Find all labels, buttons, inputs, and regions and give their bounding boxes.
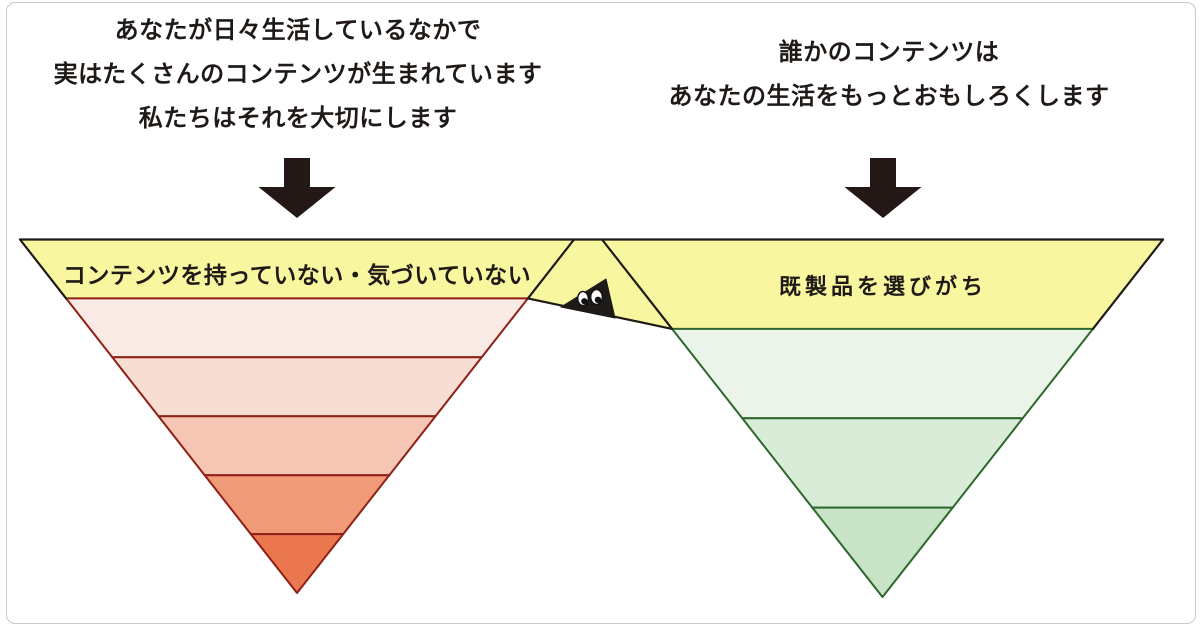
middle-connector-line — [526, 297, 674, 330]
peeking-character-left-pupil — [581, 298, 588, 305]
right-funnel-label: 既製品を選びがち — [778, 274, 987, 299]
right-funnel-left-top-edge — [600, 238, 674, 330]
right-intro-line-2: あなたの生活をもっとおもしろくします — [668, 83, 1110, 110]
left-funnel-right-top-edge — [526, 238, 576, 300]
right-funnel-band-2 — [671, 327, 1094, 420]
peeking-character-right-pupil — [594, 296, 602, 303]
right-intro-line-1: 誰かのコンテンツは — [778, 39, 1000, 66]
right-funnel-right-top-edge — [1091, 238, 1165, 330]
left-intro-text: あなたが日々生活しているなかで 実はたくさんのコンテンツが生まれています 私たち… — [0, 9, 596, 141]
left-funnel-band-6 — [249, 533, 345, 594]
left-funnel-band-4 — [157, 415, 437, 477]
right-down-arrow-icon — [844, 158, 922, 218]
right-funnel-band-3 — [741, 417, 1024, 509]
right-funnel-band-4 — [811, 506, 954, 598]
left-down-arrow-icon — [258, 158, 336, 218]
left-funnel-band-5 — [203, 474, 391, 536]
left-funnel-band-2 — [65, 297, 529, 359]
peeking-character-icon — [560, 278, 616, 319]
left-funnel-band-3 — [111, 356, 483, 418]
left-intro-line-3: 私たちはそれを大切にします — [138, 105, 458, 132]
left-intro-line-2: 実はたくさんのコンテンツが生まれています — [53, 61, 543, 88]
left-intro-line-1: あなたが日々生活しているなかで — [114, 17, 482, 44]
right-intro-text: 誰かのコンテンツは あなたの生活をもっとおもしろくします — [596, 31, 1182, 119]
left-funnel-left-top-edge — [18, 238, 68, 300]
left-funnel-label: コンテンツを持っていない・気づいていない — [62, 262, 532, 288]
yellow-top-band — [20, 239, 1163, 329]
